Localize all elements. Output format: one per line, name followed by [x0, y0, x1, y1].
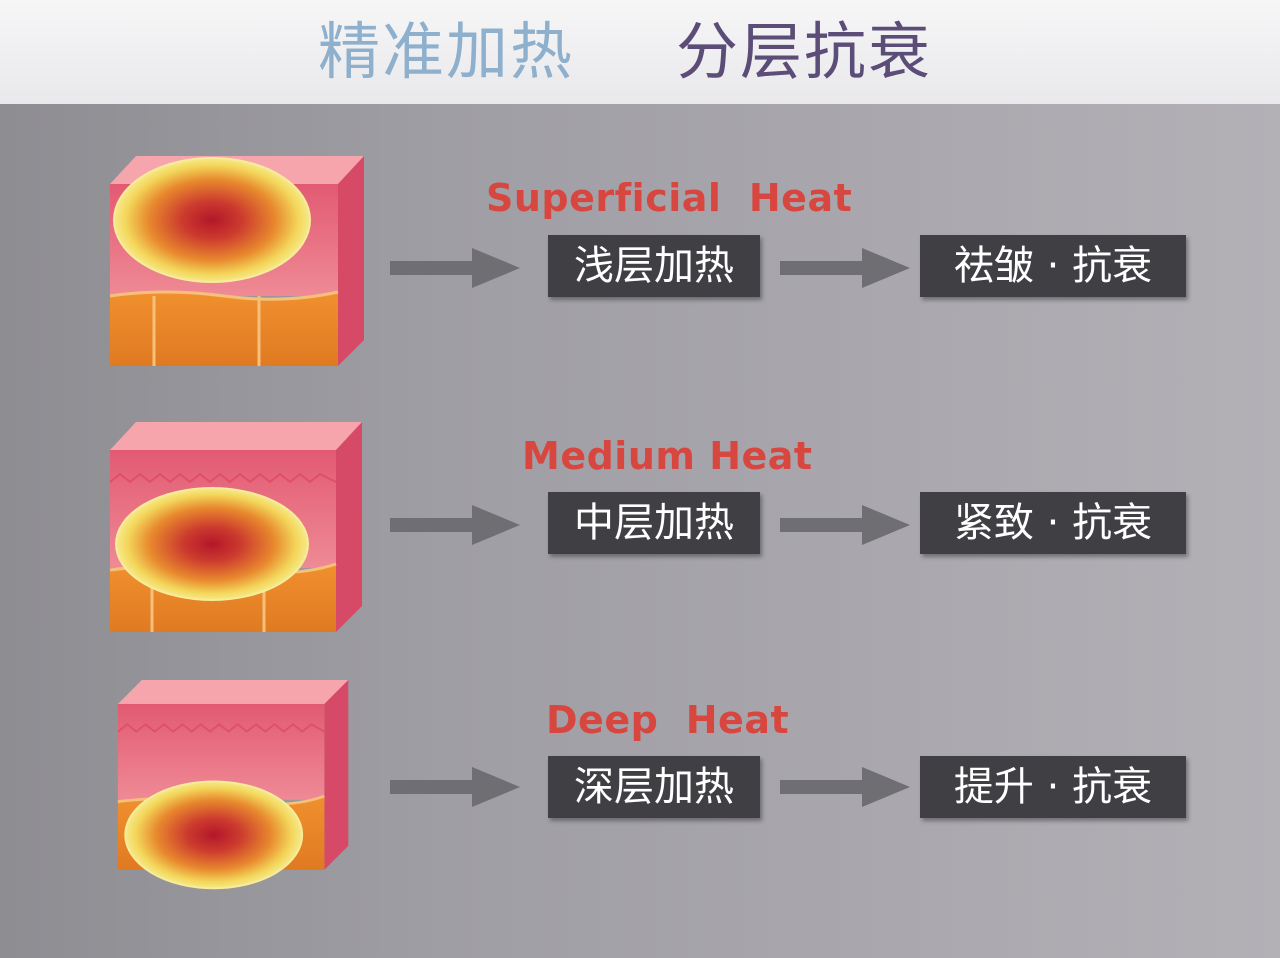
arrow-icon — [780, 767, 910, 807]
arrow-icon — [390, 248, 520, 288]
header-bar: 精准加热 分层抗衰 — [0, 0, 1280, 104]
heat-box-medium: 中层加热 — [548, 492, 760, 554]
skin-cube-superficial — [109, 156, 364, 366]
result-box-superficial: 祛皱 · 抗衰 — [920, 235, 1186, 297]
skin-cube-deep — [117, 680, 349, 890]
result-box-medium: 紧致 · 抗衰 — [920, 492, 1186, 554]
result-box-deep: 提升 · 抗衰 — [920, 756, 1186, 818]
title-part-precise-heating: 精准加热 — [318, 15, 575, 88]
arrow-icon — [390, 767, 520, 807]
heat-box-deep: 深层加热 — [548, 756, 760, 818]
heat-label-deep: Deep Heat — [546, 698, 790, 742]
heat-label-superficial: Superficial Heat — [486, 176, 853, 220]
arrow-icon — [780, 505, 910, 545]
arrow-icon — [780, 248, 910, 288]
skin-cube-medium — [109, 422, 362, 632]
heat-box-superficial: 浅层加热 — [548, 235, 760, 297]
title-part-layered-anti-aging: 分层抗衰 — [676, 15, 933, 88]
heat-label-medium: Medium Heat — [522, 434, 813, 478]
arrow-icon — [390, 505, 520, 545]
